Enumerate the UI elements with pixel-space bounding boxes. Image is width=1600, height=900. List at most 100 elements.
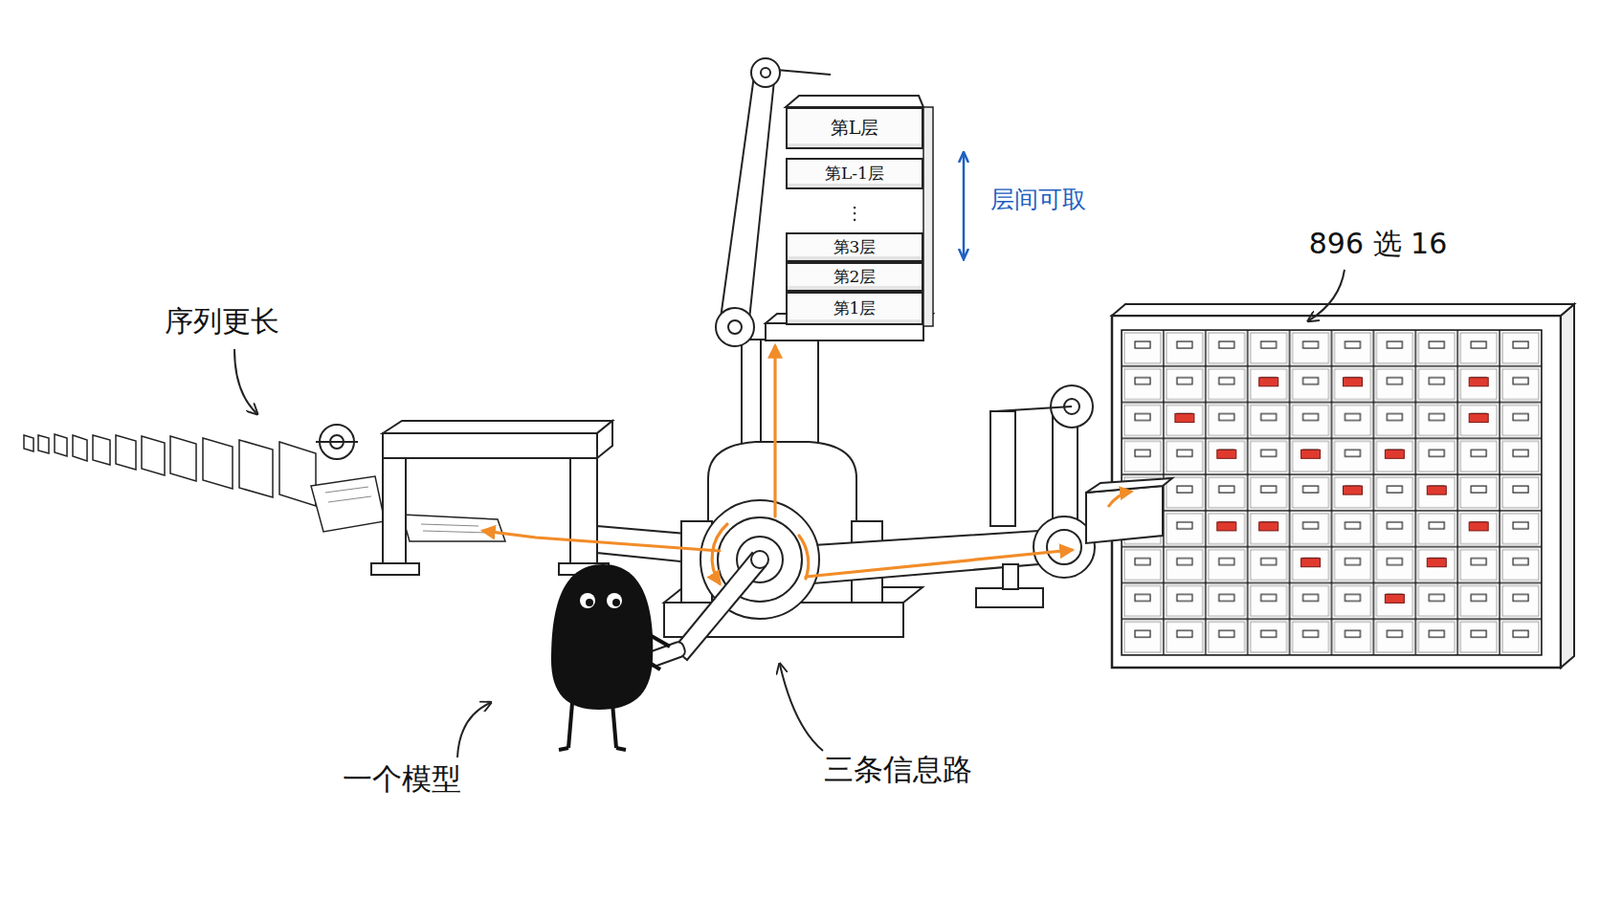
path-to-layers (773, 346, 777, 517)
cabinet-top (1111, 304, 1575, 316)
bracket-post (1052, 411, 1078, 527)
selected-drawers (1175, 377, 1489, 604)
cabinet-side (1560, 304, 1575, 668)
info-paths (483, 346, 1072, 584)
page (239, 440, 273, 498)
path-to-drawers (805, 550, 1072, 578)
foot (616, 748, 626, 751)
tower-column (741, 339, 819, 445)
feeder-frame (315, 421, 613, 576)
drawer-front (1086, 486, 1163, 544)
sequence-label: 序列更长 (164, 302, 280, 342)
frame-top-side (597, 421, 613, 459)
arm (644, 660, 661, 670)
leg (612, 703, 617, 749)
belt (719, 68, 756, 326)
stack-side (923, 107, 934, 327)
drawer-cabinet (1111, 304, 1575, 668)
page (279, 442, 316, 507)
right-arm (813, 385, 1095, 608)
text-line (422, 531, 489, 534)
drawer-arrow (1108, 491, 1132, 508)
blue-range-arrow (962, 153, 966, 259)
leader-arrow (234, 349, 257, 414)
frame-leg (382, 458, 406, 564)
layer-text: 第L-1层 (824, 162, 885, 185)
text-line (421, 524, 479, 527)
arm (643, 631, 670, 647)
bracket-rod (995, 406, 1072, 412)
page (401, 514, 506, 542)
arm-wheel-inner (1046, 530, 1082, 565)
leader-arrow (779, 665, 823, 752)
page (115, 435, 136, 470)
selected-handle (1426, 486, 1446, 495)
pupil (612, 599, 621, 607)
layer-text: 第3层 (833, 236, 877, 259)
frame-foot (371, 563, 420, 576)
bracket-post (990, 411, 1016, 527)
range-label: 层间可取 (990, 183, 1087, 216)
selected-handle (1468, 522, 1489, 532)
eye (579, 593, 596, 609)
model-label: 一个模型 (342, 759, 462, 800)
drawer-top (1086, 478, 1173, 493)
hub-arc (711, 524, 728, 584)
layer-box: 第1层 (785, 291, 924, 326)
leaders (234, 269, 1345, 758)
page (92, 435, 111, 466)
selected-handle (1259, 377, 1279, 387)
layer-box: 第L-1层 (785, 157, 924, 190)
hub-arc (799, 535, 809, 579)
leg (568, 703, 573, 749)
page (72, 435, 88, 462)
arm-support (976, 588, 1044, 608)
selected-handle (1343, 486, 1363, 495)
cabinet-body (1111, 315, 1561, 668)
page (202, 438, 233, 489)
page (311, 476, 385, 533)
selected-handle (1384, 449, 1404, 459)
selected-handle (1175, 414, 1195, 423)
crank (644, 551, 769, 668)
selected-handle (1217, 449, 1237, 459)
layer-text: 第L层 (830, 115, 880, 141)
page (170, 436, 197, 482)
crank-pivot (751, 551, 769, 569)
stack-top-face (785, 95, 924, 108)
frame-top-face (382, 421, 613, 434)
selected-handle (1301, 558, 1321, 568)
selection-label: 896 选 16 (1309, 224, 1448, 265)
selected-handle (1468, 377, 1489, 387)
selected-handle (1426, 558, 1446, 568)
frame-top (382, 433, 598, 459)
page (23, 435, 34, 452)
open-drawer (1086, 478, 1173, 544)
selected-handle (1468, 414, 1489, 423)
leader-arrow (1309, 269, 1345, 321)
layer-text: 第1层 (833, 297, 877, 320)
bottom-pulley (715, 308, 755, 347)
crank-arm (673, 553, 766, 661)
foot (558, 748, 569, 751)
path-to-sequence (483, 531, 720, 552)
belt (748, 80, 775, 330)
top-pulley (751, 58, 780, 88)
layer-box: 第L层 (785, 107, 924, 150)
arm-post (1002, 564, 1019, 590)
character (551, 564, 670, 751)
eye (606, 593, 623, 609)
frame-leg (570, 458, 598, 564)
drawer-grid (1121, 330, 1542, 656)
pupil (585, 599, 594, 607)
column-edge (759, 339, 762, 445)
selected-handle (1343, 377, 1363, 387)
selected-handle (1301, 449, 1321, 459)
layer-box: 第2层 (785, 262, 924, 292)
pulley-axle (728, 320, 742, 334)
selected-handle (1259, 522, 1279, 532)
paths-label: 三条信息路 (823, 750, 973, 791)
text-line (325, 487, 369, 493)
leader-arrow (457, 703, 490, 758)
